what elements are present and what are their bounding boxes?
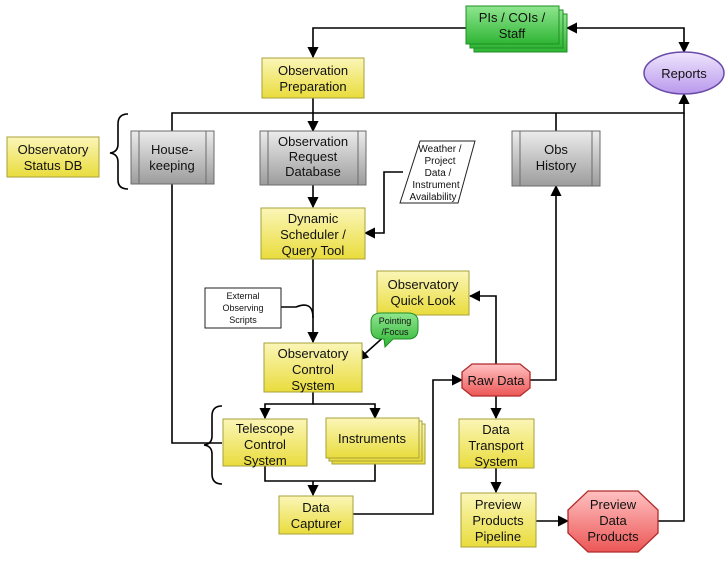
arrow-pis-reports xyxy=(565,22,690,54)
arrow-weather-to-scheduler xyxy=(363,171,403,239)
pis-cois-staff-node: PIs / COIs /Staff xyxy=(465,5,568,53)
arrow-tcs-to-housekeeping xyxy=(166,158,222,444)
instruments-node: Instruments xyxy=(325,417,426,465)
connectors xyxy=(109,22,690,527)
arrow-raw-to-history xyxy=(520,184,562,381)
arrow-capturer-to-raw xyxy=(353,374,464,515)
arrow-raw-to-quicklook xyxy=(468,290,497,364)
svg-text:Instruments: Instruments xyxy=(338,431,406,446)
raw-data-node: Raw Data xyxy=(461,363,531,397)
arrow-to-capturer xyxy=(264,464,376,495)
ext-scripts-to-flow xyxy=(281,304,314,319)
svg-text:House-keeping: House-keeping xyxy=(149,142,195,173)
arrow-pdp-to-reports xyxy=(656,113,685,522)
arrow-ocs-to-instruments xyxy=(313,403,381,420)
pointing-focus-bubble: Pointing/Focus xyxy=(370,312,419,349)
svg-text:PIs / COIs /Staff: PIs / COIs /Staff xyxy=(479,10,546,41)
svg-text:Pointing/Focus: Pointing/Focus xyxy=(379,316,412,337)
arrow-ocs-to-tcs xyxy=(259,392,314,420)
arrow-pis-to-prep xyxy=(307,27,467,59)
housekeeping-node: House-keeping xyxy=(130,130,215,185)
brace-instruments xyxy=(203,405,223,485)
reports-bus-top xyxy=(171,92,690,131)
reports-node: Reports xyxy=(643,51,725,95)
svg-text:Raw Data: Raw Data xyxy=(467,373,525,388)
svg-text:Reports: Reports xyxy=(661,66,707,81)
brace-status-db xyxy=(109,113,129,190)
